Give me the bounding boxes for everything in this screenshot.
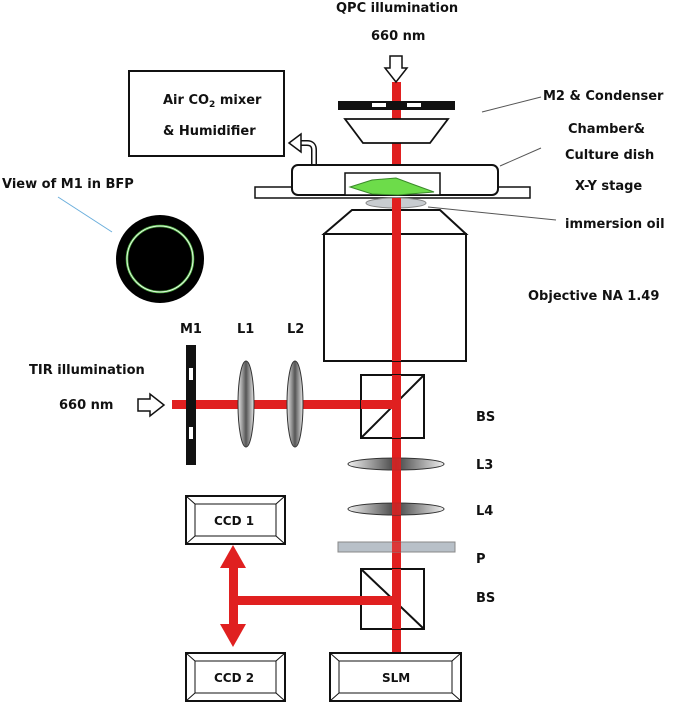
objective-label: Objective NA 1.49 [528, 289, 659, 304]
leader-chamber [499, 147, 542, 167]
l1-label: L1 [237, 322, 254, 337]
m1-bfp-view [116, 215, 204, 303]
culture-dish-label: Culture dish [565, 148, 654, 163]
m1-mirror [186, 345, 196, 465]
bs-bottom-label: BS [476, 591, 495, 606]
leader-m2 [481, 96, 542, 113]
leader-oil [427, 206, 557, 221]
tir-wavelength-label: 660 nm [59, 398, 113, 413]
ccd2-camera [185, 652, 286, 702]
ccd-horizontal-beam [238, 596, 396, 605]
view-m1-label: View of M1 in BFP [2, 177, 134, 192]
qpc-input-arrow [383, 55, 409, 84]
l2-label: L2 [287, 322, 304, 337]
objective-beam [392, 198, 401, 361]
specimen [348, 177, 435, 196]
p-label: P [476, 552, 486, 567]
chamber-label: Chamber& [568, 122, 645, 137]
exhaust-arrow [287, 132, 317, 172]
m1-label: M1 [180, 322, 202, 337]
qpc-title-label: QPC illumination [336, 1, 458, 16]
mixer-label-line1: Air CO2 mixer [163, 93, 262, 110]
m2-mirror [338, 101, 455, 110]
polarizer-beam [392, 542, 401, 552]
bs-top-label: BS [476, 410, 495, 425]
bs-top-beam-v [392, 375, 401, 438]
xy-stage-label: X-Y stage [575, 179, 642, 194]
qpc-wavelength-label: 660 nm [371, 29, 425, 44]
tir-input-arrow [137, 392, 166, 418]
slm-label: SLM [382, 671, 410, 685]
immersion-oil-label: immersion oil [565, 217, 665, 232]
condenser [343, 118, 450, 144]
tir-horizontal-beam [172, 400, 396, 409]
ccd1-camera [185, 495, 286, 545]
leader-view-m1 [57, 196, 113, 233]
main-vertical-beam [392, 82, 401, 658]
l3-label: L3 [476, 458, 493, 473]
bs-bottom-beam-v [392, 569, 401, 629]
ccd-switch-arrow [220, 545, 246, 647]
lens-l1 [237, 360, 255, 448]
l4-label: L4 [476, 504, 493, 519]
mixer-label-line2: & Humidifier [163, 124, 256, 139]
lens-beam-overlay [392, 455, 401, 515]
air-co2-mixer-box [128, 70, 285, 157]
ccd2-label: CCD 2 [214, 671, 254, 685]
tir-title-label: TIR illumination [29, 363, 145, 378]
bs-top-beam-h [361, 400, 396, 409]
ccd1-label: CCD 1 [214, 514, 254, 528]
slm-device [329, 652, 462, 702]
lens-l2 [286, 360, 304, 448]
m2-condenser-label: M2 & Condenser [543, 89, 664, 104]
